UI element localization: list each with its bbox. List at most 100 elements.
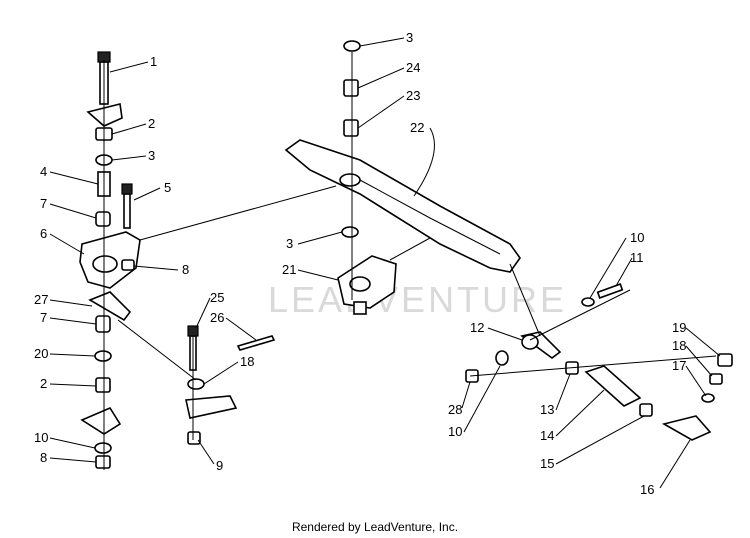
callout-20: 20 (34, 346, 48, 361)
leader-2b (49, 383, 97, 387)
assembly-lines (103, 52, 717, 470)
nut-2b (95, 377, 111, 393)
leader-10a (49, 437, 96, 449)
leader-17 (685, 365, 707, 397)
line-mount-to-arm (139, 185, 337, 241)
leader-24 (357, 67, 405, 89)
callout-1: 1 (150, 54, 157, 69)
callout-15: 15 (540, 456, 554, 471)
washer-3b (343, 40, 361, 52)
leader-13 (555, 373, 571, 411)
leader-8b (49, 457, 97, 463)
callout-13: 13 (540, 402, 554, 417)
callout-27: 27 (34, 292, 48, 307)
callout-5: 5 (164, 180, 171, 195)
leader-6 (49, 233, 85, 255)
callout-6: 6 (40, 226, 47, 241)
callout-19: 19 (672, 320, 686, 335)
callouts: 1 2 3 4 5 7 6 8 27 7 20 2 10 8 25 26 18 … (34, 30, 686, 497)
tie-rod-end-left (185, 395, 238, 419)
leader-14 (555, 389, 605, 437)
leader-3c (297, 231, 343, 245)
leader-18b (685, 345, 713, 377)
callout-10a: 10 (34, 430, 48, 445)
callout-10b: 10 (630, 230, 644, 245)
leader-3b (359, 37, 405, 47)
callout-11: 11 (630, 250, 644, 265)
leader-21 (297, 269, 339, 281)
callout-23: 23 (406, 88, 420, 103)
leader-3a (111, 155, 147, 161)
callout-8b: 8 (40, 450, 47, 465)
line-mount21-to-arm (389, 237, 431, 261)
arm-body (284, 139, 521, 273)
leader-1 (109, 61, 149, 73)
callout-18b: 18 (672, 338, 686, 353)
callout-7a: 7 (40, 196, 47, 211)
washer-18a (187, 378, 205, 390)
mount-21-hole (349, 276, 371, 292)
footer-credit: Rendered by LeadVenture, Inc. (291, 520, 459, 534)
callout-2a: 2 (148, 116, 155, 131)
nut-15 (639, 403, 653, 417)
bushing-7b (95, 315, 111, 333)
leader-28 (461, 381, 471, 409)
callout-2b: 2 (40, 376, 47, 391)
leader-22 (413, 127, 435, 197)
rod-end-16 (661, 415, 712, 441)
leader-10c (463, 365, 501, 433)
callout-17: 17 (672, 358, 686, 373)
callout-28: 28 (448, 402, 462, 417)
leader-7b (49, 317, 97, 325)
callout-3c: 3 (286, 236, 293, 251)
leader-23 (357, 95, 405, 129)
callout-4: 4 (40, 164, 47, 179)
callout-7b: 7 (40, 310, 47, 325)
arm-hole (339, 173, 361, 187)
bracket-27 (88, 291, 132, 322)
spacer-24 (343, 79, 359, 97)
leader-2a (111, 123, 147, 135)
watermark: LEADVENTURE (268, 279, 567, 320)
spacer-23 (343, 119, 359, 137)
washer-10b (581, 297, 595, 307)
mount-6-hole (92, 255, 118, 273)
center-left-parts (185, 325, 276, 445)
leader-15 (555, 415, 645, 465)
leader-4 (49, 171, 99, 185)
arm-ridge (359, 179, 501, 255)
leader-26 (225, 317, 257, 341)
callout-16: 16 (640, 482, 654, 497)
leader-18a (203, 361, 239, 385)
line-bracket-to-bolt (117, 319, 197, 381)
washer-3c (341, 226, 359, 238)
leader-12 (487, 327, 523, 341)
callout-14: 14 (540, 428, 554, 443)
callout-21: 21 (282, 262, 296, 277)
callout-22: 22 (410, 120, 424, 135)
callout-8a: 8 (182, 262, 189, 277)
steering-arm-22 (284, 139, 521, 273)
bolt-5 (123, 193, 131, 229)
nut-18b (709, 373, 723, 385)
callout-10c: 10 (448, 424, 462, 439)
leader-19 (685, 327, 721, 357)
leader-lines (49, 37, 721, 489)
nut-8b (95, 455, 111, 469)
callout-24: 24 (406, 60, 420, 75)
line-upper-right (529, 289, 631, 341)
leader-25 (195, 297, 211, 329)
leader-8a (133, 265, 179, 271)
callout-3a: 3 (148, 148, 155, 163)
bushing-7a (95, 211, 111, 227)
leader-27 (49, 299, 93, 307)
washer-20 (94, 350, 112, 362)
leader-9 (197, 439, 215, 465)
callout-25: 25 (210, 290, 224, 305)
upper-plate (86, 103, 123, 127)
callout-12: 12 (470, 320, 484, 335)
callout-18a: 18 (240, 354, 254, 369)
leader-10b (589, 237, 627, 299)
leader-20 (49, 353, 96, 357)
